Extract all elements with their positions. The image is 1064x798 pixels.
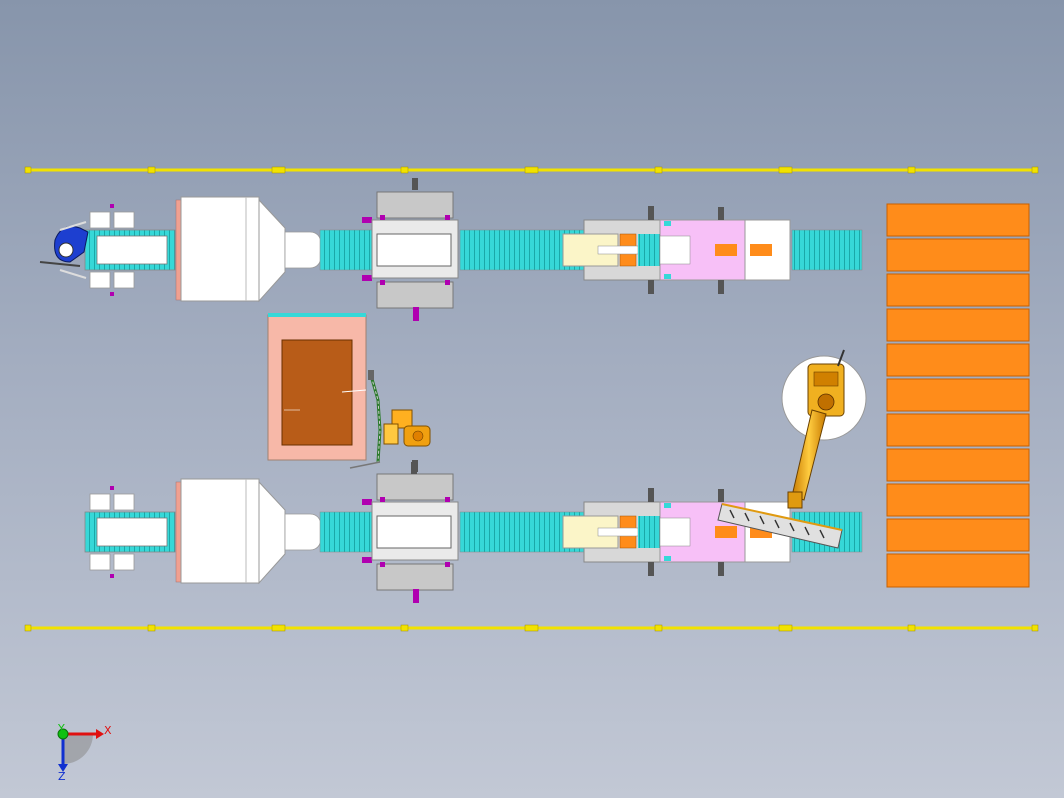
production-line-bottom[interactable]: [84, 460, 863, 603]
forming-machine[interactable]: [175, 196, 323, 303]
stacking-pallet: [886, 378, 1030, 412]
press-station[interactable]: [362, 178, 459, 321]
stacking-pallet: [886, 448, 1030, 482]
orientation-triad[interactable]: X Y Z: [57, 722, 112, 783]
production-line-top[interactable]: [84, 178, 863, 321]
gantry-robot-top-left[interactable]: [39, 221, 89, 279]
stacking-pallet: [886, 308, 1030, 342]
press-station[interactable]: [362, 460, 459, 603]
stacking-pallet: [886, 553, 1030, 588]
pallet-stack-area: [886, 203, 1030, 588]
stacking-pallet: [886, 518, 1030, 552]
entry-feeder[interactable]: [84, 204, 176, 296]
forming-machine[interactable]: [175, 478, 323, 585]
packing-station[interactable]: [659, 207, 791, 294]
guide-rail-top: [24, 166, 1039, 174]
z-axis-label: Z: [58, 770, 66, 783]
stacking-pallet: [886, 238, 1030, 272]
conveyor-segment: [319, 229, 373, 271]
stacking-pallet: [886, 483, 1030, 517]
robot-arm-right[interactable]: [717, 349, 867, 549]
robot-center[interactable]: [349, 370, 431, 474]
stacking-pallet: [886, 273, 1030, 307]
stacking-pallet: [886, 203, 1030, 237]
y-axis-dot: [57, 728, 69, 740]
pallet-station-center[interactable]: [267, 313, 367, 461]
conveyor-segment: [319, 511, 373, 553]
y-axis-label: Y: [57, 722, 65, 735]
exit-conveyor: [791, 229, 863, 271]
stacking-pallet: [886, 343, 1030, 377]
entry-feeder[interactable]: [84, 486, 176, 578]
cutting-station[interactable]: [562, 206, 661, 294]
guide-rail-bottom: [24, 624, 1039, 632]
cutting-station[interactable]: [562, 488, 661, 576]
stacking-pallet: [886, 413, 1030, 447]
x-axis-label: X: [104, 724, 112, 737]
